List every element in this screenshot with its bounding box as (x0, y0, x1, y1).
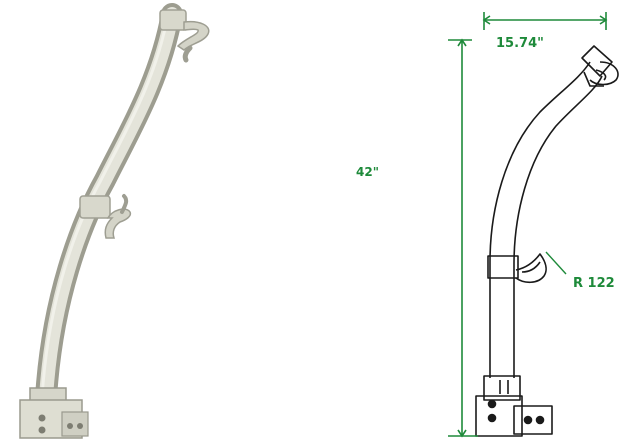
drawing-middle-hook (515, 253, 547, 284)
top-collar (159, 9, 187, 31)
width-dimension-label: 15.74" (496, 36, 544, 51)
radius-leader-line (545, 251, 567, 275)
drawing-middle-collar (487, 255, 519, 279)
height-dimension (448, 38, 478, 438)
bracket-photo (19, 3, 210, 439)
radius-dimension-label: R 122 (573, 276, 615, 291)
bolt-hole-icon (67, 423, 73, 429)
bolt-hole-icon (77, 423, 83, 429)
middle-collar (79, 195, 111, 219)
top-hook (176, 20, 210, 51)
bracket-line-drawing (475, 45, 619, 437)
base-clamp (19, 387, 89, 439)
bolt-hole-icon (38, 426, 46, 434)
width-dimension (482, 12, 608, 30)
tube-highlight (39, 7, 179, 405)
drawing-top-hook (589, 61, 619, 86)
drawing-tube-inner (513, 75, 603, 378)
drawing-top-collar (581, 45, 613, 77)
height-dimension-label-center: 42" (356, 165, 379, 179)
drawing-base-clamp (475, 375, 553, 437)
bolt-hole-icon (38, 414, 46, 422)
drawing-tube-outer (489, 61, 591, 378)
